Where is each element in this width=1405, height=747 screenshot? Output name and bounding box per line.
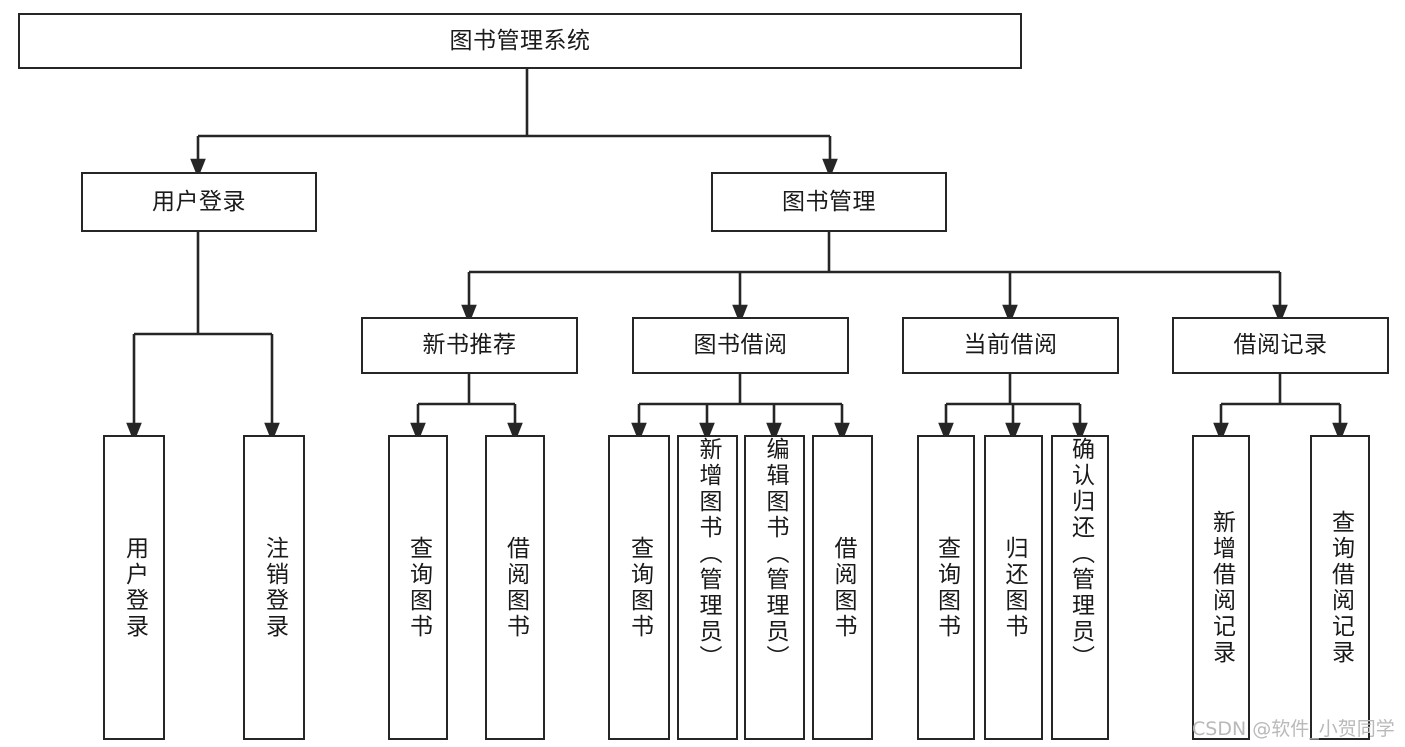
leaf-label: 查询借阅记录 [1327,509,1354,666]
leaf-label: 归还图书 [1001,535,1027,640]
leaf-label: 注销登录 [261,535,288,640]
node-root-system[interactable]: 图书管理系统 [18,13,1022,69]
leaf-confirm-return-admin[interactable]: 确认归还（管理员） [1051,435,1109,740]
leaf-edit-book-admin[interactable]: 编辑图书（管理员） [744,435,805,740]
node-new-book-recommend[interactable]: 新书推荐 [361,317,578,374]
node-label: 图书管理 [782,188,876,215]
leaf-label: 查询图书 [405,535,432,640]
node-book-management[interactable]: 图书管理 [711,172,947,232]
leaf-query-book-recommend[interactable]: 查询图书 [388,435,448,740]
node-label: 图书借阅 [693,332,788,359]
leaf-label: 新增图书（管理员） [695,437,721,671]
leaf-user-login[interactable]: 用户登录 [103,435,165,740]
leaf-label: 编辑图书（管理员） [762,437,788,671]
leaf-query-borrow-record[interactable]: 查询借阅记录 [1310,435,1370,740]
node-book-borrow[interactable]: 图书借阅 [632,317,849,374]
leaf-borrow-book-recommend[interactable]: 借阅图书 [485,435,545,740]
leaf-label: 用户登录 [121,535,148,640]
leaf-query-book-borrow[interactable]: 查询图书 [608,435,670,740]
leaf-label: 借阅图书 [502,535,529,640]
node-label: 当前借阅 [963,332,1058,359]
node-label: 用户登录 [152,188,246,215]
leaf-add-book-admin[interactable]: 新增图书（管理员） [677,435,738,740]
leaf-return-book[interactable]: 归还图书 [984,435,1043,740]
leaf-add-borrow-record[interactable]: 新增借阅记录 [1192,435,1250,740]
leaf-label: 查询图书 [933,535,960,640]
leaf-label: 确认归还（管理员） [1067,437,1094,671]
node-current-borrow[interactable]: 当前借阅 [902,317,1119,374]
leaf-label: 借阅图书 [830,535,856,640]
node-label: 新书推荐 [422,332,517,359]
node-label: 借阅记录 [1233,332,1328,359]
leaf-borrow-book[interactable]: 借阅图书 [812,435,873,740]
leaf-logout[interactable]: 注销登录 [243,435,305,740]
leaf-label: 查询图书 [626,535,653,640]
leaf-label: 新增借阅记录 [1208,509,1235,666]
watermark-text: CSDN @软件_小贺同学 [1192,718,1395,740]
node-label: 图书管理系统 [449,27,591,54]
node-user-login[interactable]: 用户登录 [81,172,317,232]
node-borrow-record[interactable]: 借阅记录 [1172,317,1389,374]
leaf-query-book-current[interactable]: 查询图书 [917,435,975,740]
